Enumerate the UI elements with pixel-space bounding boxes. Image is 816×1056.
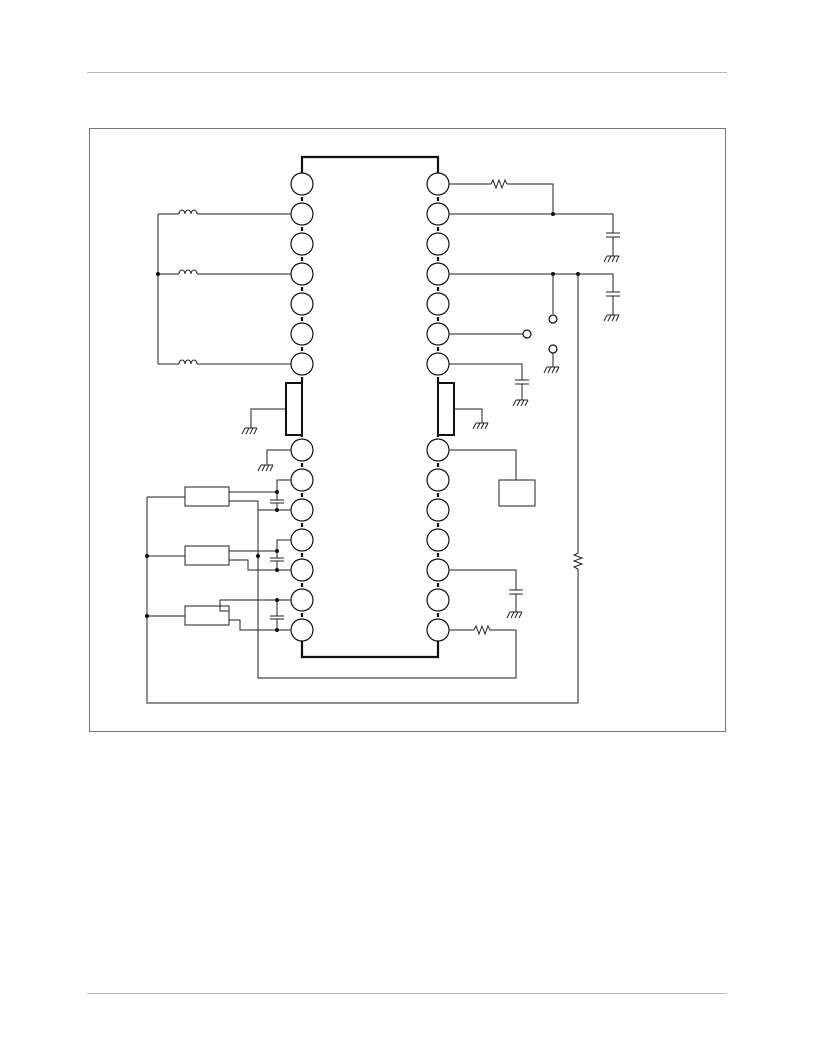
pin-left-12 — [290, 558, 314, 582]
pin-right-3 — [426, 232, 450, 256]
pin-right-9 — [426, 468, 450, 492]
right-heatsink-tab — [437, 382, 455, 436]
left-heatsink-tab — [285, 382, 303, 436]
pin-left-9 — [290, 468, 314, 492]
footer-divider — [87, 993, 727, 994]
ic-body — [285, 155, 455, 659]
pin-left-6 — [290, 322, 314, 346]
resistor-module-2 — [184, 545, 230, 566]
ground-icon-right-tab — [454, 408, 489, 430]
switch-contact-common — [522, 329, 532, 339]
pin-right-10 — [426, 498, 450, 522]
pin-right-12 — [426, 558, 450, 582]
external-block — [498, 479, 536, 507]
switch-contact-1 — [548, 314, 558, 324]
pin-right-6 — [426, 322, 450, 346]
resistor-r2 — [572, 552, 584, 570]
pin-left-11 — [290, 528, 314, 552]
pin-right-7 — [426, 352, 450, 376]
pin-right-2 — [426, 202, 450, 226]
inductor-2 — [178, 269, 198, 275]
resistor-r1 — [490, 178, 508, 190]
pin-right-5 — [426, 292, 450, 316]
pin-left-8 — [290, 438, 314, 462]
pin-right-4 — [426, 262, 450, 286]
pin-right-8 — [426, 438, 450, 462]
ic-pins-left — [290, 172, 314, 642]
pin-left-1 — [290, 172, 314, 196]
pin-right-13 — [426, 588, 450, 612]
inductor-3 — [178, 359, 198, 365]
inductor-network — [156, 209, 291, 365]
ic-pins-right — [426, 172, 450, 642]
pin-left-14 — [290, 618, 314, 642]
pin-left-10 — [290, 498, 314, 522]
ground-icon-pin-left-8 — [257, 449, 291, 472]
resistor-r3 — [473, 624, 491, 636]
resistor-module-3 — [184, 605, 230, 626]
pin-right-11 — [426, 528, 450, 552]
pin-right-1 — [426, 172, 450, 196]
pin-left-7 — [290, 352, 314, 376]
pin-left-3 — [290, 232, 314, 256]
header-divider — [87, 72, 727, 73]
pin-left-2 — [290, 202, 314, 226]
lower-right-network — [449, 449, 536, 636]
resistor-module-1 — [184, 486, 230, 507]
switch-contact-2 — [548, 344, 558, 354]
pin-left-4 — [290, 262, 314, 286]
pin-left-13 — [290, 588, 314, 612]
lower-left-network — [145, 479, 578, 704]
inductor-1 — [178, 209, 198, 215]
ground-icon-left-tab — [241, 408, 286, 435]
figure-frame — [89, 128, 726, 732]
pin-right-14 — [426, 618, 450, 642]
pin-left-5 — [290, 292, 314, 316]
upper-right-network — [449, 178, 620, 703]
